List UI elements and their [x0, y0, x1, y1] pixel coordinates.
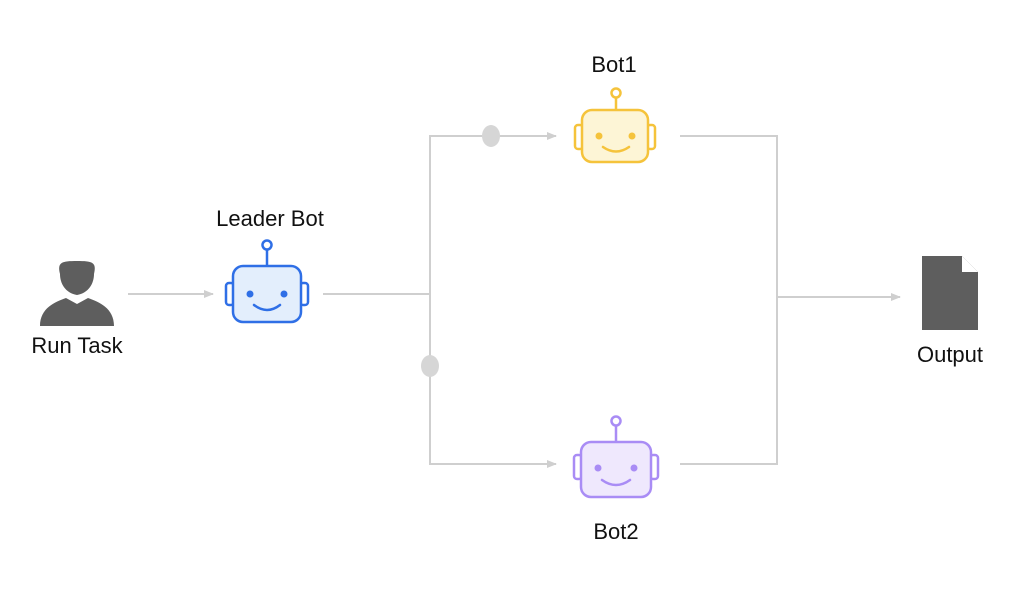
node-label-bot1: Bot1	[591, 52, 637, 77]
robot-icon-bot1	[573, 87, 657, 164]
junction-dot-bot1	[482, 125, 500, 147]
document-icon	[922, 256, 978, 330]
robot-icon-bot2	[572, 415, 660, 499]
user-icon	[40, 261, 114, 326]
edge-split-to-bot2	[429, 294, 557, 468]
junction-dot-bot2	[421, 355, 439, 377]
edge-bot1-to-merge	[680, 135, 778, 465]
node-label-leader-bot: Leader Bot	[216, 206, 324, 231]
node-label-bot2: Bot2	[593, 519, 639, 544]
node-label-output: Output	[916, 342, 984, 367]
edge-split-to-bot1	[429, 132, 557, 294]
node-label-run-task: Run Task	[31, 333, 123, 358]
robot-icon-leader	[224, 239, 310, 324]
